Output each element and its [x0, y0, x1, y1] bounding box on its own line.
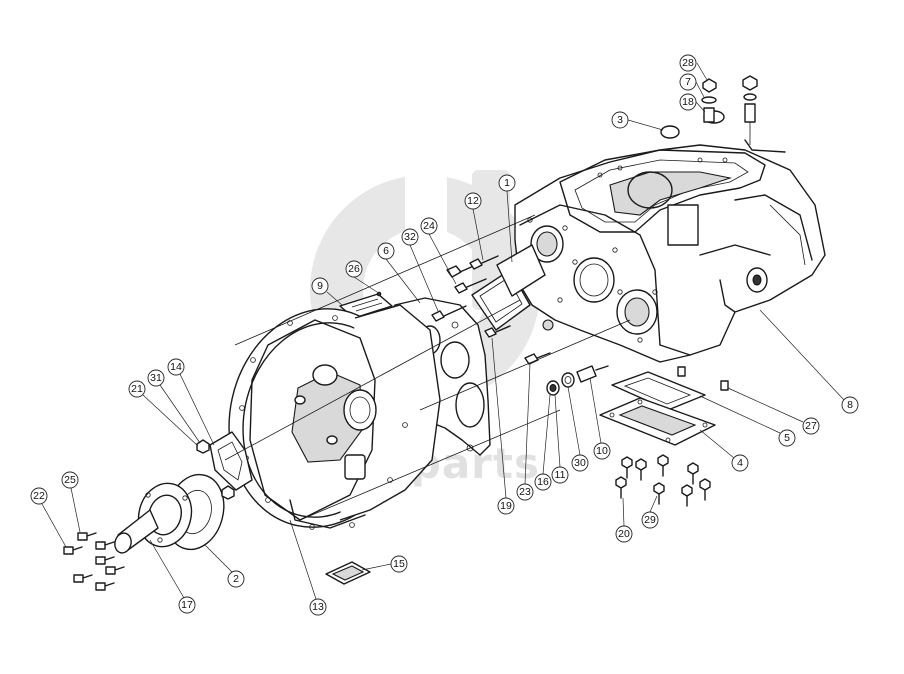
- callout-11: 11: [551, 394, 569, 484]
- side-cover-gasket: [599, 371, 716, 446]
- svg-text:29: 29: [644, 514, 656, 526]
- upper-bolts: [431, 255, 551, 365]
- svg-text:32: 32: [404, 231, 416, 243]
- svg-text:31: 31: [150, 372, 162, 384]
- callout-22: 22: [30, 487, 67, 548]
- bearing-cover: [114, 482, 193, 554]
- svg-text:3: 3: [617, 114, 623, 126]
- drain-set: [542, 319, 609, 396]
- svg-text:24: 24: [423, 220, 435, 232]
- svg-text:2: 2: [233, 573, 239, 585]
- housing-bolt-holes: [527, 157, 728, 343]
- callout-21: 21: [128, 380, 199, 447]
- cover-bolts: [63, 532, 125, 591]
- callout-20: 20: [615, 497, 633, 543]
- callout-9: 9: [311, 277, 343, 306]
- callout-23: 23: [516, 363, 534, 501]
- callout-25: 25: [61, 471, 81, 533]
- callout-19: 19: [491, 337, 515, 515]
- svg-text:12: 12: [467, 195, 479, 207]
- svg-text:18: 18: [682, 96, 694, 108]
- svg-text:25: 25: [64, 474, 76, 486]
- callout-15: 15: [361, 555, 408, 573]
- callout-31: 31: [147, 369, 201, 444]
- svg-text:28: 28: [682, 57, 694, 69]
- callout-4: 4: [699, 429, 749, 472]
- svg-text:16: 16: [537, 476, 549, 488]
- callout-17: 17: [149, 539, 196, 614]
- svg-text:5: 5: [784, 432, 790, 444]
- svg-text:30: 30: [574, 457, 586, 469]
- top-stud-set: [701, 75, 758, 145]
- callout-7: 7: [679, 73, 705, 98]
- clutch-housing-bolt-holes: [239, 315, 408, 530]
- callout-29: 29: [641, 495, 659, 529]
- svg-text:1: 1: [504, 177, 510, 189]
- callout-8: 8: [759, 309, 859, 414]
- gearbox-housing: [514, 110, 826, 363]
- svg-text:10: 10: [596, 445, 608, 457]
- gasket-screws: [196, 439, 235, 500]
- svg-text:14: 14: [170, 361, 182, 373]
- svg-text:17: 17: [181, 599, 193, 611]
- inspection-cover: [325, 561, 371, 585]
- svg-text:6: 6: [383, 245, 389, 257]
- clutch-housing: [228, 304, 441, 530]
- callout-28: 28: [679, 54, 708, 81]
- callout-5: 5: [699, 395, 796, 447]
- callout-26: 26: [345, 260, 378, 293]
- svg-text:9: 9: [317, 280, 323, 292]
- small-cover: [471, 244, 546, 331]
- svg-text:13: 13: [312, 601, 324, 613]
- callout-16: 16: [534, 394, 552, 491]
- gasket-14: [209, 431, 253, 491]
- svg-text:4: 4: [737, 457, 743, 469]
- callout-1: 1: [498, 174, 516, 263]
- callout-24: 24: [420, 217, 457, 285]
- svg-text:26: 26: [348, 263, 360, 275]
- svg-text:15: 15: [393, 558, 405, 570]
- svg-text:11: 11: [555, 469, 566, 481]
- svg-text:27: 27: [805, 420, 817, 432]
- svg-text:21: 21: [131, 383, 143, 395]
- callout-32: 32: [401, 228, 439, 312]
- callout-2: 2: [204, 544, 245, 588]
- callouts: 28 7 18 3 1 12 24 32 6 26 9 14 31 21 25 …: [30, 54, 859, 616]
- callout-13: 13: [289, 519, 327, 616]
- callout-3: 3: [611, 111, 664, 131]
- callout-6: 6: [377, 242, 421, 304]
- svg-text:19: 19: [500, 500, 512, 512]
- callout-18: 18: [679, 93, 706, 113]
- svg-text:20: 20: [618, 528, 630, 540]
- callout-12: 12: [464, 192, 484, 261]
- callout-10: 10: [589, 377, 611, 460]
- alignment-lines: [224, 214, 631, 521]
- callout-14: 14: [167, 358, 215, 446]
- dowel-pins: [677, 366, 729, 391]
- svg-text:23: 23: [519, 486, 531, 498]
- callout-27: 27: [727, 387, 820, 435]
- side-cover-bolts: [615, 454, 711, 507]
- callout-30: 30: [567, 386, 589, 472]
- svg-text:7: 7: [685, 76, 691, 88]
- svg-text:8: 8: [847, 399, 853, 411]
- svg-text:22: 22: [33, 490, 45, 502]
